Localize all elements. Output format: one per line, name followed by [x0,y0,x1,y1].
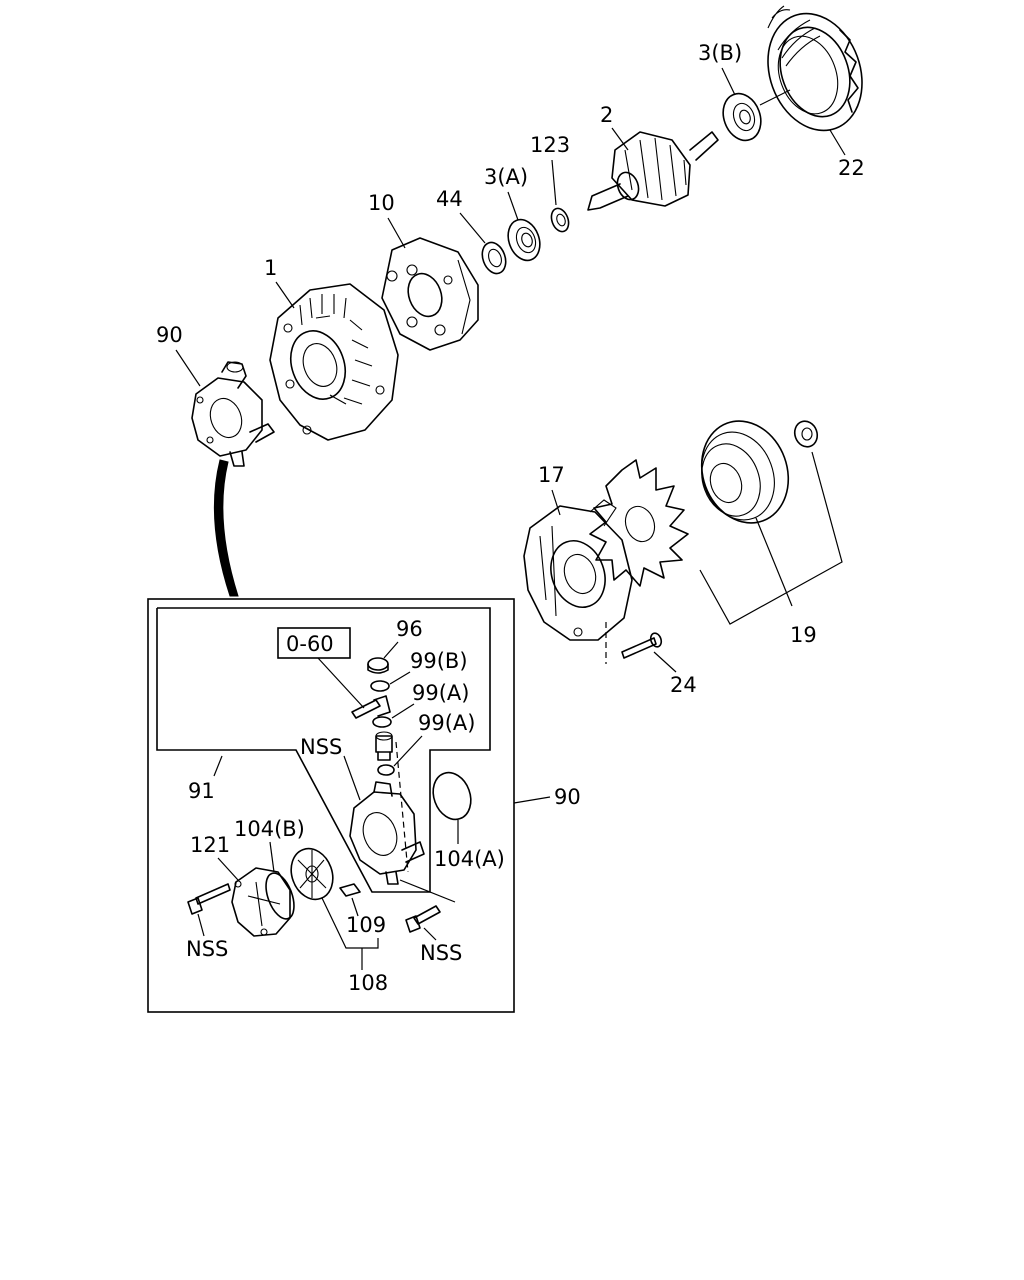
leader-reference [317,657,365,709]
leader-3b [721,67,736,96]
part-90-vacuum-pump[interactable] [191,361,275,467]
leader-104b [269,841,275,873]
part-121-cover[interactable] [231,867,291,937]
callout-90-top: 90 [156,323,183,347]
callout-108: 108 [348,971,388,995]
part-99a-washer-1[interactable] [372,716,392,728]
detail-connector [213,459,239,597]
part-3a-bearing[interactable] [503,215,546,265]
part-1-frame[interactable] [269,283,399,441]
axis-line [395,741,409,873]
part-pump-body[interactable] [349,781,425,885]
part-2-rotor[interactable] [587,131,719,211]
leader-nss-3 [423,927,437,941]
leader-nss-1 [343,755,361,801]
callout-44: 44 [436,187,463,211]
callout-109: 109 [346,913,386,937]
callout-123: 123 [530,133,570,157]
part-19-pulley[interactable] [688,409,821,535]
leader-99b [389,671,411,685]
leader-3a [507,191,519,221]
part-123-spacer[interactable] [548,206,571,234]
reference-label: 0-60 [286,632,334,656]
part-104b-gasket[interactable] [261,869,300,922]
part-17-rear-frame[interactable] [523,499,633,641]
part-24-bolt[interactable] [605,622,663,664]
part-108-rotor[interactable] [284,843,339,906]
leader-99a-2 [393,735,423,767]
callout-17: 17 [538,463,565,487]
leader-121 [217,857,239,881]
callout-3b: 3(B) [698,41,742,65]
leader-nss-2 [197,913,205,937]
leader-99a-1 [391,703,415,719]
leader-44 [459,212,486,244]
callout-nss-3: NSS [420,941,462,965]
part-fitting[interactable] [351,695,391,719]
detail-box [147,598,515,1013]
leader-123 [551,159,557,206]
part-96-cap[interactable] [367,657,389,674]
callout-99b: 99(B) [410,649,468,673]
callout-10: 10 [368,191,395,215]
part-19-fan[interactable] [589,459,689,587]
reference-box[interactable] [277,627,351,659]
leader-90-top [175,349,201,387]
callout-99a-1: 99(A) [412,681,469,705]
callout-96: 96 [396,617,423,641]
part-22-stator[interactable] [752,0,878,144]
leader-19-pulley [755,517,793,607]
leader-17 [551,489,561,516]
callout-2: 2 [600,103,613,127]
callout-nss-2: NSS [186,937,228,961]
part-3b-bearing[interactable] [717,88,767,145]
leader-90-box [513,796,551,804]
callout-1: 1 [264,256,277,280]
callout-24: 24 [670,673,697,697]
part-nss-fitting[interactable] [375,731,393,761]
part-104a-oring[interactable] [427,767,477,824]
part-10-plate[interactable] [381,237,479,351]
callout-104a: 104(A) [434,847,505,871]
callout-91: 91 [188,779,215,803]
callout-90-box: 90 [554,785,581,809]
leader-3b-stator [759,89,791,106]
leader-22 [829,129,846,156]
part-nss-bolt-left[interactable] [187,883,231,915]
callout-3a: 3(A) [484,165,528,189]
callout-99a-2: 99(A) [418,711,475,735]
part-99a-washer-2[interactable] [377,764,395,776]
leader-24 [653,651,677,673]
leader-109 [351,897,359,917]
callout-nss-1: NSS [300,735,342,759]
callout-104b: 104(B) [234,817,305,841]
leader-1 [275,281,295,309]
callout-121: 121 [190,833,230,857]
callout-22: 22 [838,156,865,180]
part-nss-bolt-right[interactable] [405,905,441,933]
leader-91 [213,755,223,777]
callout-19: 19 [790,623,817,647]
leader-nss-3-dash [399,879,456,903]
leader-10 [387,217,406,249]
leader-2 [611,127,629,151]
leader-96 [383,641,399,659]
part-99b-washer[interactable] [370,680,390,692]
part-109-vane[interactable] [339,883,361,897]
leader-19 [699,451,843,625]
part-44-retainer[interactable] [478,239,510,277]
